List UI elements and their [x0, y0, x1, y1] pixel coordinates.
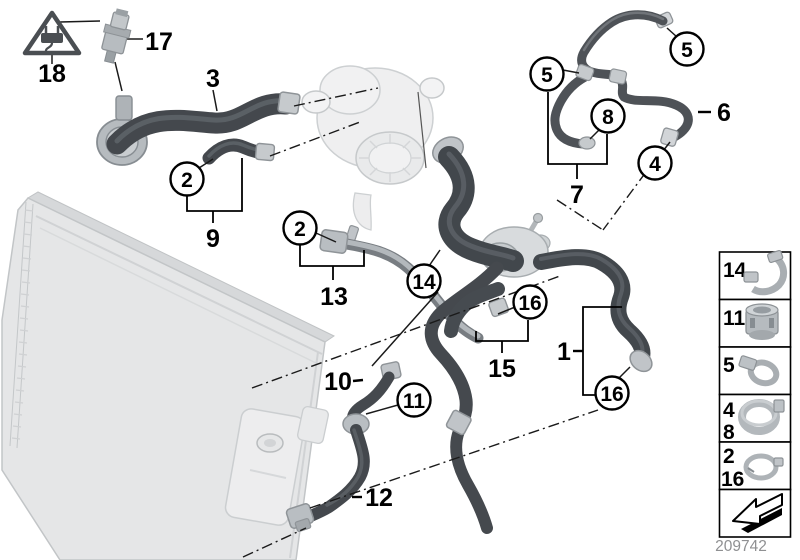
- legend-numbers: 14 11 5 4 8 2 16: [721, 259, 747, 491]
- svg-text:2: 2: [294, 218, 306, 241]
- circled-callouts: 2 2 14 16 16 11 5 5: [169, 31, 705, 418]
- hose-lower-run: [424, 261, 504, 534]
- spring-band-clamp-icon: [743, 453, 784, 481]
- hose-7: [550, 63, 596, 150]
- callout-16-hose15[interactable]: 16: [512, 284, 548, 320]
- label-9[interactable]: 9: [206, 225, 220, 253]
- large-hose-clamp-icon: [738, 399, 785, 435]
- label-1[interactable]: 1: [557, 338, 571, 366]
- electrical-plug-icon: [41, 26, 63, 53]
- svg-text:14: 14: [412, 271, 436, 294]
- svg-text:16: 16: [600, 383, 623, 406]
- callout-5-hose7[interactable]: 5: [529, 56, 565, 92]
- label-12[interactable]: 12: [365, 484, 393, 512]
- label-3[interactable]: 3: [206, 65, 220, 93]
- quick-coupling-icon: [745, 303, 779, 340]
- hose-5-6: [577, 10, 693, 147]
- svg-text:16: 16: [721, 468, 744, 491]
- hose-10-11: [347, 361, 402, 427]
- retaining-clip-icon: [743, 249, 787, 296]
- svg-text:4: 4: [723, 399, 735, 422]
- label-17[interactable]: 17: [145, 28, 173, 56]
- label-6[interactable]: 6: [717, 99, 731, 127]
- pulley-ribs: [359, 134, 421, 182]
- svg-text:16: 16: [518, 292, 541, 315]
- svg-text:5: 5: [541, 64, 553, 87]
- plain-labels: 17 3 9 13 7 6 1 10 12 15: [145, 28, 731, 512]
- svg-text:4: 4: [649, 153, 661, 176]
- svg-text:8: 8: [723, 421, 735, 444]
- legend-sidebar: 14 11 5 4 8 2 16: [718, 249, 792, 538]
- callout-4[interactable]: 4: [637, 145, 673, 181]
- svg-text:2: 2: [181, 169, 193, 192]
- label-dashes: [352, 110, 711, 499]
- callout-8[interactable]: 8: [590, 98, 626, 134]
- svg-text:11: 11: [723, 307, 746, 330]
- hose-12: [285, 413, 370, 532]
- svg-text:14: 14: [723, 259, 747, 282]
- svg-text:8: 8: [602, 106, 614, 129]
- screw-hose-clamp-icon: [738, 355, 780, 387]
- brackets: [186, 92, 622, 396]
- callout-11[interactable]: 11: [396, 382, 432, 418]
- svg-text:5: 5: [681, 39, 693, 62]
- direction-arrow-icon: [732, 493, 783, 533]
- svg-text:2: 2: [723, 445, 735, 468]
- hose-3: [96, 91, 301, 166]
- hose-9: [202, 138, 276, 165]
- sensor-17: [101, 8, 132, 64]
- bracket-15: [475, 320, 529, 342]
- callout-16-hose1[interactable]: 16: [594, 375, 630, 411]
- svg-text:11: 11: [403, 390, 426, 413]
- label-13[interactable]: 13: [320, 283, 348, 311]
- callout-2-pipe13[interactable]: 2: [282, 210, 318, 246]
- hose-1: [533, 249, 653, 373]
- callout-2-hose9[interactable]: 2: [169, 161, 205, 197]
- label-15[interactable]: 15: [488, 355, 516, 383]
- label-10[interactable]: 10: [324, 368, 352, 396]
- bracket-13: [299, 245, 365, 267]
- leader-lines: [51, 20, 678, 558]
- label-7[interactable]: 7: [570, 181, 584, 209]
- legend-box-2-16[interactable]: [718, 441, 792, 491]
- drawing-number: 209742: [715, 538, 767, 555]
- warning-triangle: 18: [22, 10, 82, 88]
- radiator-fin-texture: [11, 209, 34, 440]
- svg-text:5: 5: [723, 354, 735, 377]
- bracket-9: [186, 158, 243, 212]
- label-18[interactable]: 18: [38, 60, 66, 88]
- callout-14[interactable]: 14: [406, 263, 442, 299]
- water-pump-ghost: [301, 65, 445, 231]
- hose-14: [432, 136, 524, 272]
- expansion-tank: [224, 405, 329, 526]
- callout-5-hose6[interactable]: 5: [669, 31, 705, 67]
